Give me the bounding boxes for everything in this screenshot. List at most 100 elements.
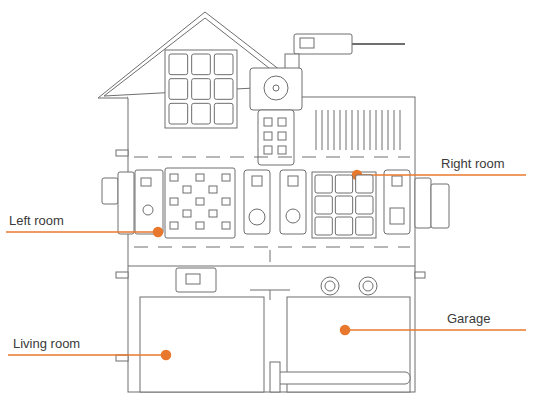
vent-slit: [400, 110, 401, 150]
bracket-hole: [264, 118, 272, 126]
window-pane: [356, 196, 373, 214]
vent-slit: [370, 110, 371, 150]
callout-text: Right room: [440, 156, 506, 171]
motor: [431, 184, 449, 228]
leader-line: [8, 354, 166, 356]
bracket-hole: [278, 132, 286, 140]
slot-row: [134, 247, 410, 248]
peg: [415, 272, 425, 278]
board-component: [222, 174, 230, 181]
window-pane: [192, 79, 211, 100]
window-panes: [169, 54, 233, 124]
vent-slit: [394, 110, 395, 150]
bracket-hole: [278, 118, 286, 126]
window: [312, 172, 376, 238]
peg: [116, 150, 128, 156]
peg: [116, 272, 128, 278]
window-pane: [315, 217, 332, 235]
side-module: [415, 178, 431, 228]
leader-line: [6, 231, 158, 233]
sensor-module: [384, 170, 410, 234]
bracket-hole: [264, 146, 272, 154]
vent-slit: [382, 110, 383, 150]
window-pane: [169, 103, 188, 124]
fan: [264, 76, 288, 100]
window-pane: [192, 54, 211, 75]
slot-row: [134, 157, 410, 158]
board-component: [183, 210, 191, 217]
window-pane: [335, 196, 352, 214]
window: [165, 50, 237, 128]
vent-slit: [334, 110, 335, 150]
board-component: [222, 222, 230, 229]
callout-text: Living room: [12, 336, 81, 351]
board-component: [170, 198, 178, 205]
window-pane: [335, 217, 352, 235]
servo: [300, 38, 314, 48]
board-component: [209, 186, 217, 193]
leader-dot: [154, 228, 163, 237]
house-body: [128, 97, 415, 392]
speaker: [321, 277, 339, 295]
board-component: [196, 174, 204, 181]
speaker-cone: [363, 281, 373, 291]
slot: [270, 290, 271, 300]
board-component: [196, 222, 204, 229]
peg: [116, 355, 128, 361]
window-pane: [169, 79, 188, 100]
bracket-hole: [264, 132, 272, 140]
vent-slit: [358, 110, 359, 150]
sensor: [143, 205, 153, 215]
board-component: [222, 198, 230, 205]
sensor: [286, 209, 300, 223]
window-pane: [356, 217, 373, 235]
callout-text: Garage: [446, 311, 491, 326]
vent-slit: [322, 110, 323, 150]
fan-hub: [273, 85, 279, 91]
chip: [141, 178, 151, 186]
callout-text: Left room: [8, 213, 65, 228]
speaker-cone: [325, 281, 335, 291]
side-module: [102, 178, 118, 204]
callout-label: Left room: [8, 211, 65, 229]
vent-slit: [352, 110, 353, 150]
slot: [270, 250, 271, 262]
callout-label: Right room: [440, 154, 506, 172]
garage-door-roller: [274, 372, 410, 384]
window-pane: [315, 196, 332, 214]
leader-dot: [162, 351, 171, 360]
window-pane: [214, 79, 233, 100]
speaker: [359, 277, 377, 295]
board-component: [196, 198, 204, 205]
vent-slit: [346, 110, 347, 150]
board-component: [209, 210, 217, 217]
vent-slit: [316, 110, 317, 150]
fan-module: [250, 68, 302, 110]
board-component: [170, 174, 178, 181]
connector: [392, 176, 402, 186]
sensor-module: [280, 170, 306, 234]
button: [249, 209, 265, 225]
vent-slit: [364, 110, 365, 150]
connector: [288, 176, 298, 186]
button-module: [244, 170, 270, 234]
callout-label: Garage: [446, 309, 491, 327]
leader-line: [357, 174, 526, 176]
light-module: [176, 268, 216, 292]
living-room-panel: [140, 297, 264, 392]
chip: [186, 274, 200, 284]
window-pane: [214, 103, 233, 124]
leader-dot: [341, 326, 350, 335]
floor: [128, 266, 415, 267]
vent-slit: [388, 110, 389, 150]
slot: [250, 290, 290, 291]
bracket-hole: [278, 146, 286, 154]
window-panes: [315, 175, 373, 235]
main-board: [165, 168, 235, 238]
window-pane: [315, 175, 332, 193]
roller-bracket: [270, 362, 280, 392]
connector: [252, 176, 262, 186]
chip: [390, 208, 404, 224]
vent-slit: [328, 110, 329, 150]
window-pane: [214, 54, 233, 75]
